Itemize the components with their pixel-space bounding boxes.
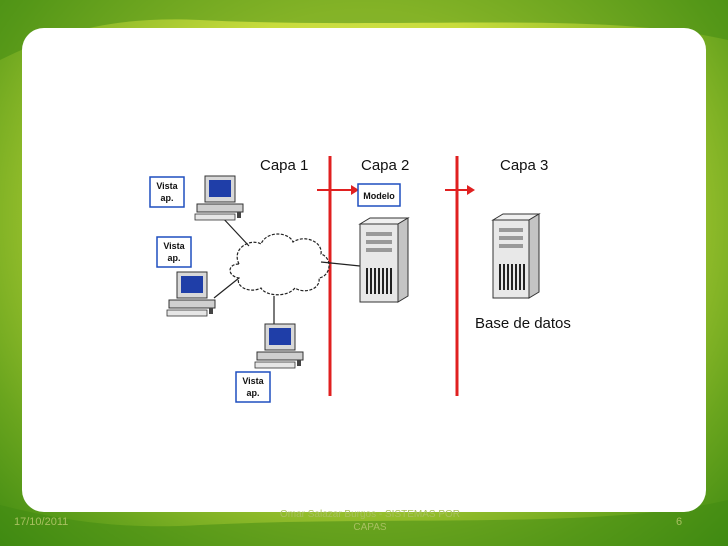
network-links <box>213 215 361 328</box>
server-icon <box>358 217 410 303</box>
view-label-line2: ap. <box>246 388 259 398</box>
computer-icon <box>194 175 244 221</box>
architecture-diagram: Capa 1 Capa 2 Capa 3 <box>139 138 589 408</box>
view-label-line1: Vista <box>163 241 185 251</box>
database-label: Base de datos <box>475 315 571 332</box>
view-label-line1: Vista <box>242 376 264 386</box>
layer-label-1: Capa 1 <box>260 157 308 174</box>
computer-icon <box>166 271 216 317</box>
svg-text:Modelo: Modelo <box>363 191 395 201</box>
page-number: 6 <box>676 516 683 528</box>
footer-date: 17/10/2011 <box>14 516 69 528</box>
view-label-line2: ap. <box>160 193 173 203</box>
view-label-line2: ap. <box>167 253 180 263</box>
model-label: Modelo <box>357 183 401 207</box>
view-label-line1: Vista <box>156 181 178 191</box>
arrow-icon <box>445 185 475 195</box>
database-server-icon <box>491 213 541 299</box>
footer-title: Omar Salazar Burgos - SISTEMAS POR CAPAS <box>279 509 461 533</box>
view-label: Vista ap. <box>149 176 185 208</box>
layer-label-2: Capa 2 <box>361 157 409 174</box>
computer-icon <box>254 323 304 369</box>
network-cloud-icon <box>229 233 330 296</box>
view-label: Vista ap. <box>156 236 192 268</box>
arrow-icon <box>317 185 359 195</box>
view-label: Vista ap. <box>235 371 271 403</box>
layer-label-3: Capa 3 <box>500 157 548 174</box>
